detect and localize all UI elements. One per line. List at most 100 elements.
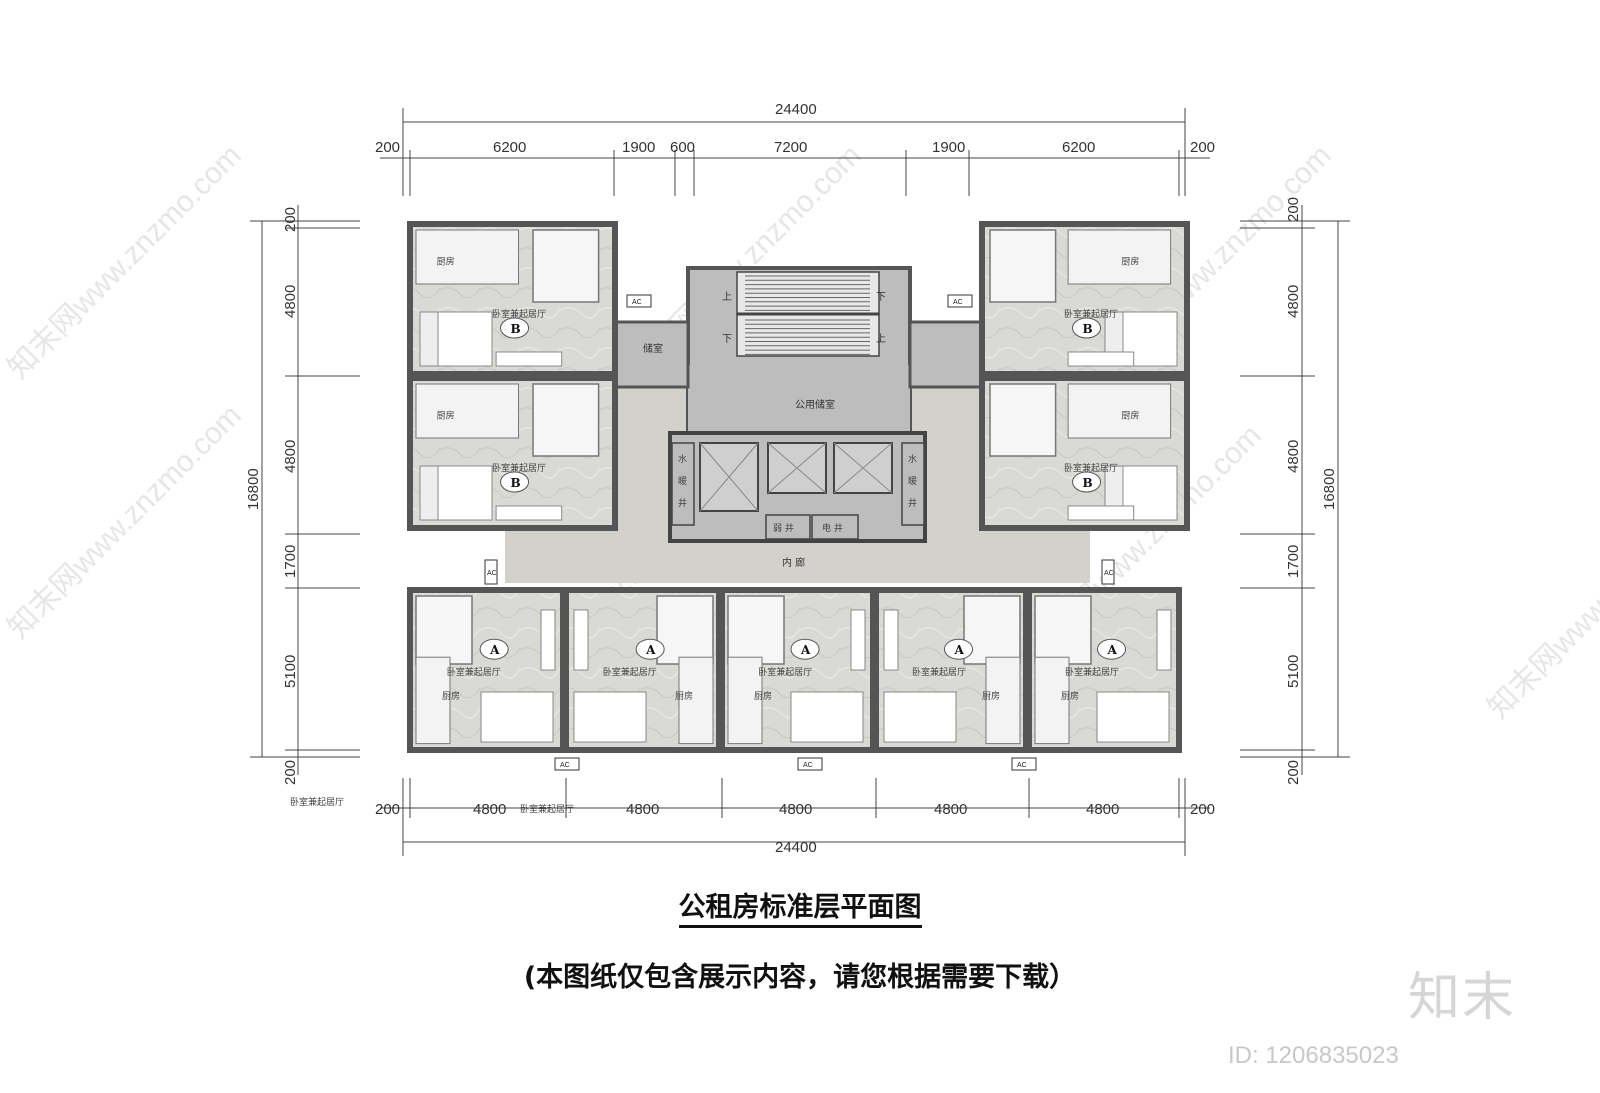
ac-label: AC xyxy=(803,762,813,769)
watermark-text: 知末网www.znzmo.com xyxy=(2,139,248,385)
unit-a-letter: A xyxy=(489,643,500,657)
dim-top-seg: 200 xyxy=(375,139,400,156)
kitchen-label: 厨房 xyxy=(437,256,455,268)
dim-right-seg: 200 xyxy=(1285,760,1302,785)
bedroom-living-label: 卧室兼起居厅 xyxy=(1064,462,1118,474)
ac-label: AC xyxy=(1104,570,1114,577)
ac-label: AC xyxy=(560,762,570,769)
stair-down-label: 下 xyxy=(722,334,732,345)
dim-top-seg: 7200 xyxy=(774,139,807,156)
shared-storage xyxy=(688,365,910,433)
stair-up-label: 上 xyxy=(876,333,886,345)
watermark-text: 知末网www.znzmo.com xyxy=(2,399,248,645)
water-shaft-char: 井 xyxy=(678,497,687,509)
water-shaft-char: 暖 xyxy=(908,475,917,487)
dim-left-seg: 200 xyxy=(282,207,299,232)
dim-top-seg: 6200 xyxy=(1062,139,1095,156)
dim-bottom-seg: 200 xyxy=(375,801,400,818)
unit-a: A 厨房 卧室兼起居厅 xyxy=(407,587,566,753)
dim-right-seg: 4800 xyxy=(1285,440,1302,473)
bedroom-living-label: 卧室兼起居厅 xyxy=(1064,308,1118,320)
kitchen-label: 厨房 xyxy=(754,690,772,702)
unit-b-letter: B xyxy=(511,476,521,490)
bedroom-living-label: 卧室兼起居厅 xyxy=(603,666,657,678)
dim-bottom-seg: 4800 xyxy=(779,801,812,818)
ac-label: AC xyxy=(953,299,963,306)
dim-left-seg: 1700 xyxy=(282,545,299,578)
unit-a: A 厨房 卧室兼起居厅 xyxy=(1026,587,1182,753)
dim-right-seg: 5100 xyxy=(1285,655,1302,688)
dim-left-seg: 4800 xyxy=(282,440,299,473)
bedroom-living-label: 卧室兼起居厅 xyxy=(447,666,501,678)
dim-left-seg: 4800 xyxy=(282,285,299,318)
unit-a: A 厨房 卧室兼起居厅 xyxy=(719,587,876,753)
bedroom-living-label: 卧室兼起居厅 xyxy=(912,666,966,678)
unit-b-letter: B xyxy=(1083,322,1093,336)
dim-right-seg: 1700 xyxy=(1285,545,1302,578)
stair-block: 上 下 下 上 xyxy=(722,271,886,357)
drawing-title-text: 公租房标准层平面图 xyxy=(678,892,922,928)
kitchen-label: 厨房 xyxy=(437,410,455,422)
dim-top-seg: 6200 xyxy=(493,139,526,156)
brand-logo: 知末 xyxy=(1408,968,1517,1028)
kitchen-label: 厨房 xyxy=(1121,256,1139,268)
dim-right-total: 16800 xyxy=(1321,468,1338,510)
dim-bottom-seg: 4800 xyxy=(473,801,506,818)
drawing-id: ID: 1206835023 xyxy=(1228,1042,1399,1069)
note-left: 卧室兼起居厅 xyxy=(290,796,344,808)
water-shaft-char: 水 xyxy=(908,453,917,465)
dimension-labels: 24400 200 6200 1900 600 7200 1900 6200 2… xyxy=(245,101,1338,856)
corridor-label: 内 廊 xyxy=(782,556,805,569)
dim-left-total: 16800 xyxy=(245,468,262,510)
kitchen-label: 厨房 xyxy=(1121,410,1139,422)
units-a-group: A厨房卧室兼起居厅A厨房卧室兼起居厅A厨房卧室兼起居厅A厨房卧室兼起居厅A厨房卧… xyxy=(407,587,1182,753)
dim-right-seg: 4800 xyxy=(1285,285,1302,318)
unit-a-letter: A xyxy=(800,643,811,657)
dim-right-seg: 200 xyxy=(1285,197,1302,222)
kitchen-label: 厨房 xyxy=(442,690,460,702)
bedroom-living-label: 卧室兼起居厅 xyxy=(1065,666,1119,678)
unit-a-letter: A xyxy=(1107,643,1118,657)
dim-bottom-total: 24400 xyxy=(775,839,817,856)
ac-label: AC xyxy=(632,299,642,306)
power-shaft-label: 电 井 xyxy=(822,522,843,534)
storage-label: 储室 xyxy=(643,342,663,355)
ac-labels: AC AC AC AC AC AC AC xyxy=(487,299,1114,769)
bedroom-living-label: 卧室兼起居厅 xyxy=(492,462,546,474)
dim-bottom-seg: 4800 xyxy=(1086,801,1119,818)
dim-top-seg: 1900 xyxy=(932,139,965,156)
dim-top-seg: 600 xyxy=(670,139,695,156)
ac-units xyxy=(484,294,1115,771)
shared-storage-label: 公用储室 xyxy=(795,398,835,411)
dim-bottom-seg: 4800 xyxy=(934,801,967,818)
drawing-title: 公租房标准层平面图 xyxy=(0,885,1600,928)
bedroom-living-label: 卧室兼起居厅 xyxy=(492,308,546,320)
dim-left-seg: 200 xyxy=(282,760,299,785)
watermark-text: 知末网www.znzmo.com xyxy=(1482,479,1600,725)
kitchen-label: 厨房 xyxy=(1061,690,1079,702)
kitchen-label: 厨房 xyxy=(675,690,693,702)
stair-up-label: 上 xyxy=(722,291,732,303)
stair-down-label: 下 xyxy=(876,292,886,303)
unit-b-letter: B xyxy=(1083,476,1093,490)
water-shaft-char: 暖 xyxy=(678,475,687,487)
unit-b-letter: B xyxy=(511,322,521,336)
unit-a-letter: A xyxy=(954,643,965,657)
weak-shaft-label: 弱 井 xyxy=(773,522,794,534)
dim-top-total: 24400 xyxy=(775,101,817,118)
dim-left-seg: 5100 xyxy=(282,655,299,688)
kitchen-label: 厨房 xyxy=(982,690,1000,702)
dim-bottom-seg: 4800 xyxy=(626,801,659,818)
dimension-lines xyxy=(250,108,1350,856)
dim-top-seg: 200 xyxy=(1190,139,1215,156)
ac-label: AC xyxy=(1017,762,1027,769)
unit-a: A 厨房 卧室兼起居厅 xyxy=(873,587,1029,753)
note-bottom: 卧室兼起居厅 xyxy=(520,803,574,815)
storage-room xyxy=(611,320,690,389)
bedroom-living-label: 卧室兼起居厅 xyxy=(758,666,812,678)
